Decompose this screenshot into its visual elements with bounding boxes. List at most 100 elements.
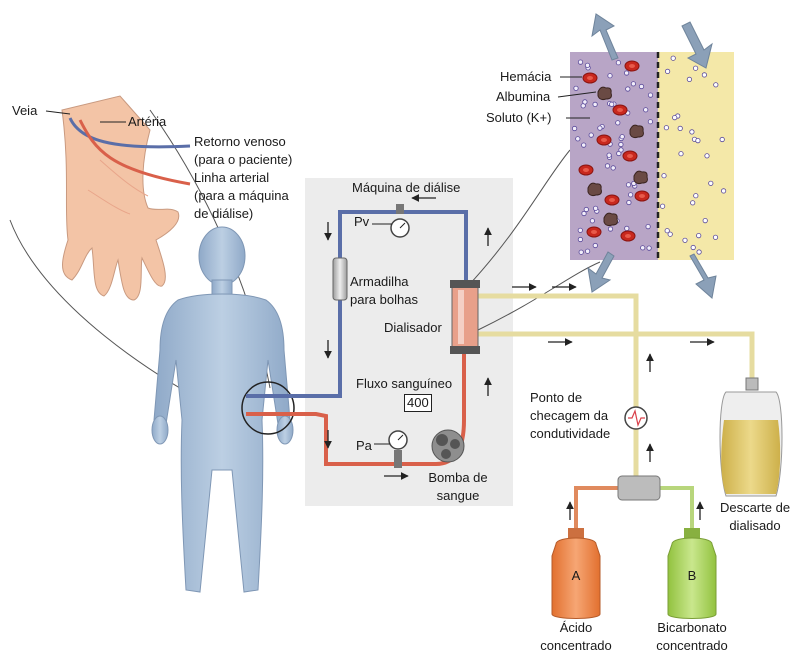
zoom-dialyzer-top: [467, 149, 571, 287]
checagem-label: checagem da: [530, 408, 609, 423]
solute-dot: [618, 147, 624, 153]
red-blood-cell-center: [591, 230, 597, 234]
solute-dot: [686, 76, 693, 83]
solute-dot: [615, 120, 621, 126]
red-blood-cell-center: [627, 154, 633, 158]
ponto-label: Ponto de: [530, 390, 583, 405]
condutividade-label: condutividade: [530, 426, 611, 441]
solute-dot: [582, 99, 588, 105]
solute-dot: [712, 234, 719, 240]
solute-particles: [571, 55, 727, 255]
access-site-circle: [241, 381, 295, 435]
solute-dot: [606, 152, 612, 158]
solute-dot: [592, 205, 599, 211]
solute-dot: [573, 85, 579, 91]
solute-dot: [678, 151, 684, 157]
soluto-label: Soluto (K+): [486, 110, 552, 125]
solute-dot: [704, 153, 710, 159]
armadilha-label: Armadilha: [350, 274, 409, 289]
bicarbonato-label: Bicarbonato: [657, 620, 727, 635]
veia-leader: [45, 110, 71, 115]
venous-return-line: [246, 210, 468, 398]
conductivity-trace: [628, 409, 645, 427]
bottle-b-line: [658, 486, 694, 540]
solute-dot: [646, 245, 652, 251]
pv-label: Pv: [354, 214, 370, 229]
patient-body: [151, 226, 294, 593]
fluxo-label: Fluxo sanguíneo: [356, 376, 453, 391]
bubble-trap-icon: [332, 257, 348, 301]
solute-dot: [692, 65, 699, 71]
albumina-leader: [557, 91, 597, 98]
solute-dot: [610, 165, 616, 171]
red-blood-cell-center: [609, 198, 615, 202]
bottle-b-icon: [667, 528, 717, 619]
solute-dot: [584, 248, 591, 254]
solute-dot: [672, 115, 678, 121]
solute-dot: [618, 141, 624, 148]
fluxo-value: 400: [404, 394, 432, 412]
linha-arterial-sub2-label: de diálise): [194, 206, 254, 221]
solute-dot: [643, 107, 649, 113]
waste-bag-icon: [719, 377, 783, 497]
venous-pressure-gauge-icon: [390, 204, 410, 238]
solute-dot: [647, 92, 654, 98]
solute-dot: [640, 245, 646, 251]
solute-dot: [626, 199, 632, 206]
maquina-label: Máquina de diálise: [352, 180, 461, 195]
solute-dot: [577, 236, 584, 243]
solute-dot: [607, 73, 613, 79]
solute-dot: [625, 182, 632, 188]
para-bolhas-label: para bolhas: [350, 292, 418, 307]
solute-dot: [693, 193, 699, 199]
solute-dot: [616, 150, 622, 157]
bicarbonato-concentrado-label: concentrado: [656, 638, 728, 653]
solute-dot: [583, 206, 589, 213]
solute-dot: [597, 125, 603, 131]
solute-dot: [624, 225, 630, 231]
red-blood-cell-center: [617, 108, 623, 112]
dialysate-outlet-line: [478, 331, 755, 380]
dialisador-label: Dialisador: [384, 320, 442, 335]
albumin-molecule: [587, 182, 602, 197]
solute-dot: [619, 134, 625, 140]
solute-dot: [690, 200, 696, 206]
bottle-b-letter: B: [687, 568, 697, 583]
solute-dot: [695, 138, 701, 144]
solute-dot: [577, 227, 583, 233]
solute-dot: [661, 173, 667, 179]
linha-arterial-sub1-label: (para a máquina: [194, 188, 289, 203]
solute-dot: [627, 192, 634, 198]
solute-dot: [682, 237, 688, 243]
blood-pump-icon: [431, 429, 465, 463]
acido-concentrado-label: concentrado: [540, 638, 612, 653]
solute-dot: [578, 249, 584, 255]
solute-dot: [588, 132, 594, 138]
solute-dot: [625, 86, 631, 92]
solute-dot: [659, 203, 666, 209]
solute-dot: [592, 101, 598, 108]
solute-dot: [664, 68, 671, 75]
red-blood-cell-center: [629, 64, 635, 68]
red-blood-cell-center: [587, 76, 593, 80]
sangue-label: sangue: [436, 488, 480, 503]
solute-dot: [696, 249, 702, 255]
arm-vein: [68, 117, 191, 149]
solute-dot: [571, 125, 578, 132]
dialyzer-icon: [450, 280, 480, 354]
retorno-venoso-sub-label: (para o paciente): [194, 152, 293, 167]
solute-dot: [702, 218, 708, 224]
linha-arterial-label: Linha arterial: [194, 170, 270, 185]
solute-dot: [689, 129, 695, 135]
veia-label: Veia: [12, 103, 38, 118]
bottle-a-line: [574, 486, 618, 540]
solute-dot: [696, 233, 702, 239]
solute-dot: [607, 226, 614, 232]
membrane-flow-arrows: [587, 13, 717, 299]
dialisado-label: dialisado: [729, 518, 781, 533]
solute-dot: [581, 210, 587, 217]
solute-dot: [623, 70, 630, 76]
bottle-a-icon: [551, 528, 601, 619]
